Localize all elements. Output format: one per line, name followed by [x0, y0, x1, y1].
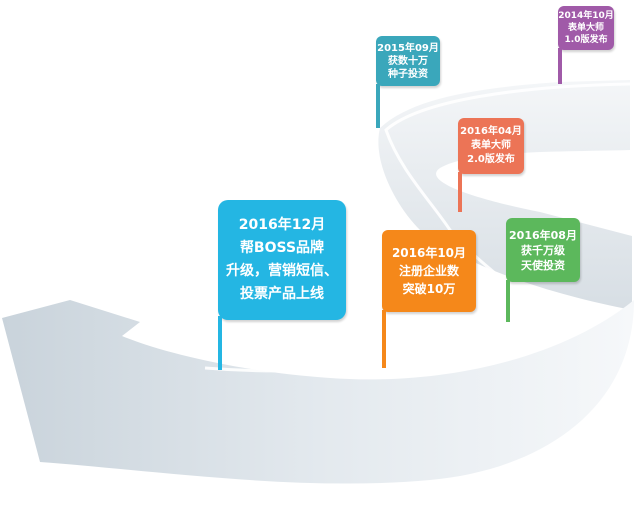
milestone-text: 获数十万	[388, 55, 428, 67]
milestone-text: 注册企业数	[398, 264, 459, 278]
milestone-text: 突破10万	[402, 282, 456, 296]
milestone-text: 种子投资	[388, 68, 428, 80]
milestone-date: 2016年04月	[460, 126, 522, 137]
milestone-date: 2015年09月	[377, 42, 439, 54]
milestone-text: 表单大师	[567, 23, 604, 33]
milestone-2016-04: 2016年04月 表单大师 2.0版发布	[458, 118, 524, 174]
milestone-2014-10: 2014年10月 表单大师 1.0版发布	[558, 6, 614, 50]
milestone-pole	[376, 84, 380, 128]
milestone-date: 2016年12月	[238, 217, 326, 233]
milestone-2015-09: 2015年09月 获数十万 种子投资	[376, 36, 440, 86]
milestone-text: 表单大师	[471, 140, 511, 151]
milestone-2016-08: 2016年08月 获千万级 天使投资	[506, 218, 580, 282]
milestone-pole	[506, 280, 510, 322]
milestone-2016-12: 2016年12月 帮BOSS品牌 升级，营销短信、 投票产品上线	[218, 200, 346, 320]
milestone-text: 1.0版发布	[564, 35, 608, 45]
milestone-2016-10: 2016年10月 注册企业数 突破10万	[382, 230, 476, 312]
milestone-text: 升级，营销短信、	[226, 263, 338, 279]
milestone-pole	[382, 310, 386, 368]
milestone-text: 2.0版发布	[467, 154, 515, 165]
milestone-text: 投票产品上线	[240, 286, 324, 302]
milestone-date: 2016年08月	[509, 228, 577, 242]
milestone-pole	[558, 48, 562, 84]
milestone-text: 帮BOSS品牌	[239, 240, 325, 256]
road-main-arrow	[2, 300, 634, 484]
milestone-pole	[458, 172, 462, 212]
milestone-text: 天使投资	[521, 258, 565, 272]
milestone-date: 2016年10月	[391, 246, 467, 260]
milestone-text: 获千万级	[521, 243, 565, 257]
milestone-pole	[218, 316, 222, 370]
milestone-date: 2014年10月	[558, 11, 614, 21]
